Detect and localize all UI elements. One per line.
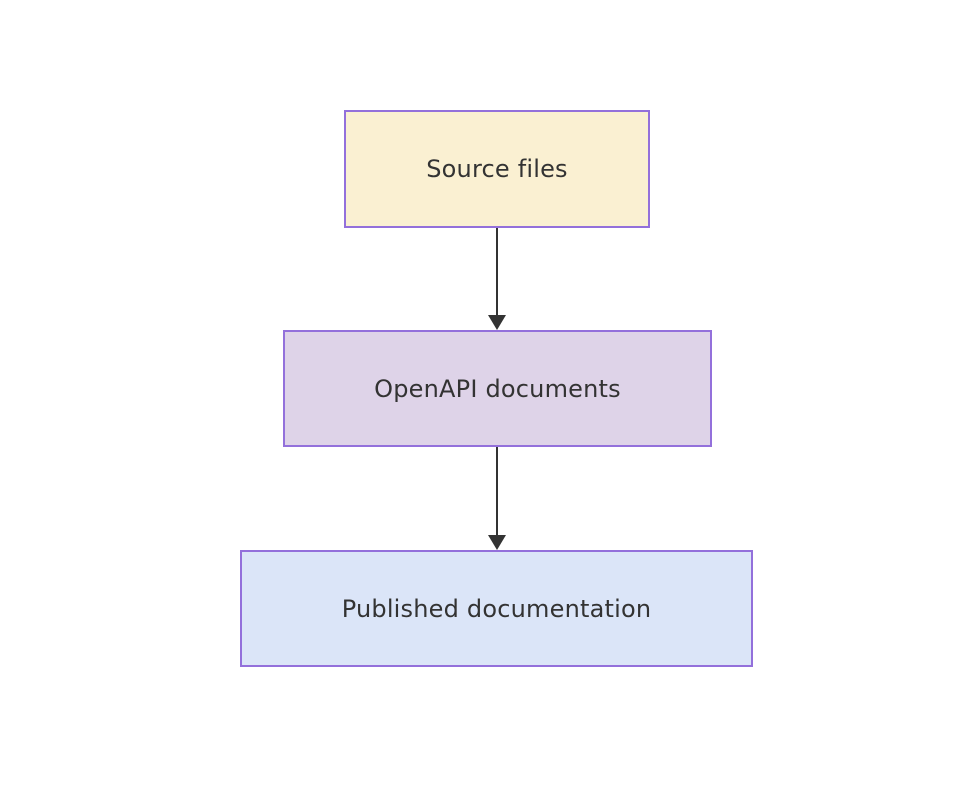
node-published-documentation-label: Published documentation — [341, 594, 652, 623]
edge-source-to-openapi — [488, 228, 506, 330]
node-openapi-documents-label: OpenAPI documents — [374, 374, 621, 403]
node-openapi-documents: OpenAPI documents — [283, 330, 712, 447]
edge-line — [496, 447, 498, 536]
node-published-documentation: Published documentation — [240, 550, 753, 667]
node-source-files: Source files — [344, 110, 650, 228]
arrowhead-down-icon — [488, 315, 506, 330]
arrowhead-down-icon — [488, 535, 506, 550]
node-source-files-label: Source files — [426, 155, 568, 183]
edge-line — [496, 228, 498, 316]
edge-openapi-to-published — [488, 447, 506, 550]
